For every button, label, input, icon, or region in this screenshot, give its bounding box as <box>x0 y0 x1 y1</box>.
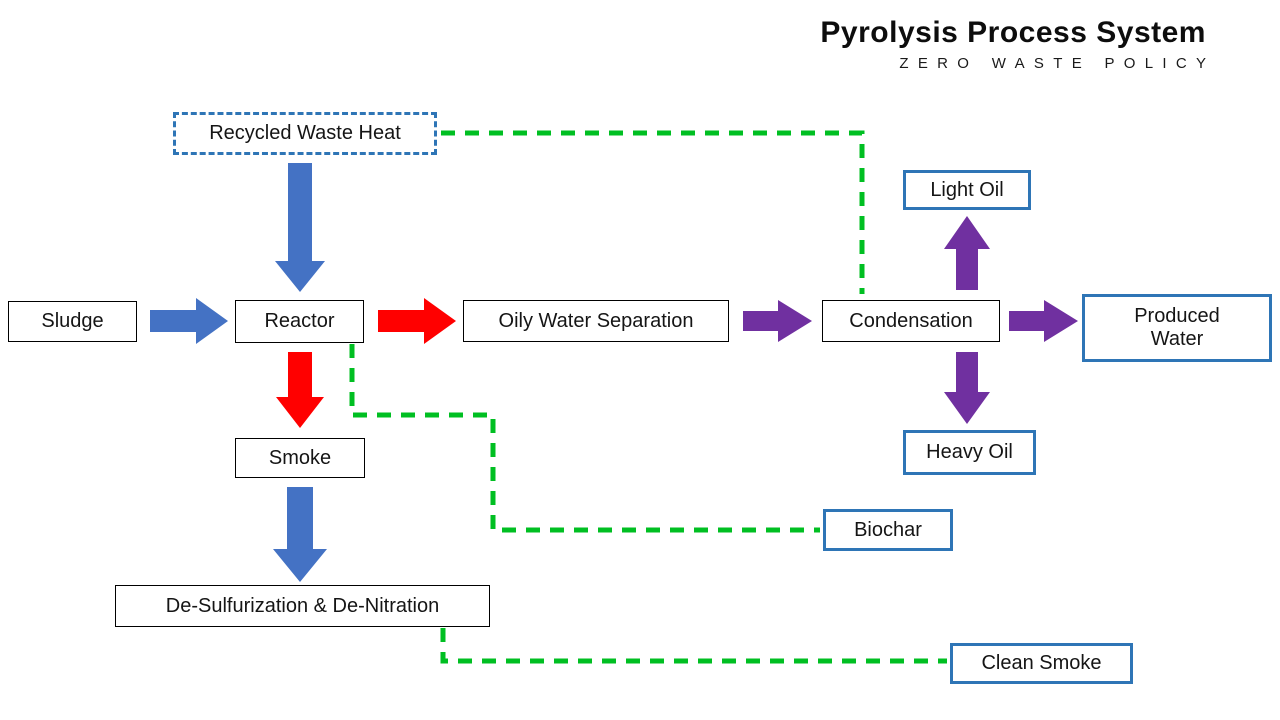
arrow-reactor-to-oily-water-separation <box>378 298 456 344</box>
node-light-oil: Light Oil <box>903 170 1031 210</box>
node-reactor: Reactor <box>235 300 364 343</box>
recycle-line-condensation-to-waste-heat <box>441 130 865 294</box>
node-smoke: Smoke <box>235 438 365 478</box>
node-de-sulfurization-de-nitration: De-Sulfurization & De-Nitration <box>115 585 490 627</box>
node-biochar: Biochar <box>823 509 953 551</box>
arrow-sludge-to-reactor <box>150 298 228 344</box>
arrow-condensation-to-produced-water <box>1009 300 1078 342</box>
node-recycled-waste-heat: Recycled Waste Heat <box>173 112 437 155</box>
page-title: Pyrolysis Process System <box>820 16 1206 49</box>
node-sludge: Sludge <box>8 301 137 342</box>
node-heavy-oil: Heavy Oil <box>903 430 1036 475</box>
arrow-smoke-to-desulf <box>273 487 327 582</box>
arrow-reactor-to-smoke <box>276 352 324 428</box>
recycle-line-desulf-to-clean-smoke <box>440 628 947 664</box>
arrow-condensation-to-light-oil <box>944 216 990 290</box>
node-produced-water: Produced Water <box>1082 294 1272 362</box>
arrow-oily-water-separation-to-condensation <box>743 300 812 342</box>
node-oily-water-separation: Oily Water Separation <box>463 300 729 342</box>
page-subtitle: ZERO WASTE POLICY <box>899 55 1216 72</box>
diagram-header: Pyrolysis Process System ZERO WASTE POLI… <box>820 16 1206 72</box>
node-condensation: Condensation <box>822 300 1000 342</box>
arrow-waste-heat-to-reactor <box>275 163 325 292</box>
recycle-line-reactor-to-biochar <box>349 344 820 533</box>
arrow-condensation-to-heavy-oil <box>944 352 990 424</box>
node-clean-smoke: Clean Smoke <box>950 643 1133 684</box>
